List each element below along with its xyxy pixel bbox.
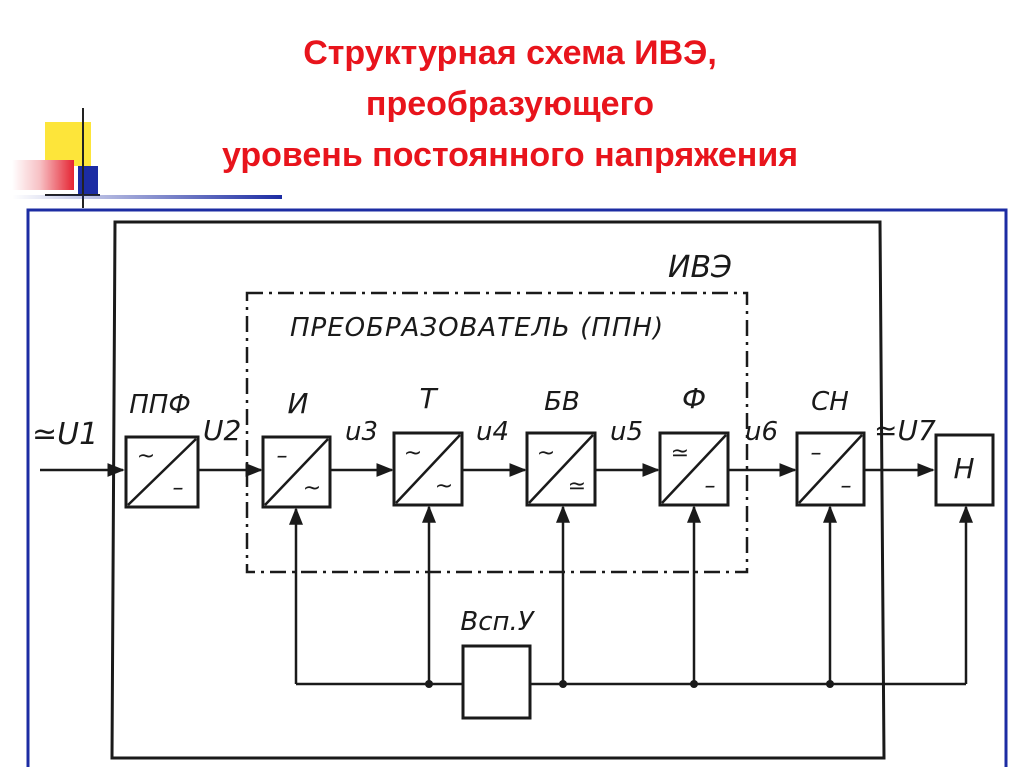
block-ppf-label: ППФ <box>129 390 190 420</box>
block-n-label: Н <box>953 452 974 485</box>
block-bv: ~ ≃ БВ <box>525 387 597 507</box>
block-i-label: И <box>288 387 309 420</box>
block-bv-top-symbol: ~ <box>537 441 555 466</box>
block-t-bottom-symbol: ~ <box>435 474 453 499</box>
block-i: – ~ И <box>261 387 332 509</box>
block-bv-label: БВ <box>544 387 580 417</box>
block-bv-bottom-symbol: ≃ <box>568 474 586 499</box>
block-sn-bottom-symbol: – <box>841 474 852 499</box>
slide-title: Структурная схема ИВЭ, преобразующего ур… <box>130 28 890 181</box>
converter-dashed-box <box>245 291 749 574</box>
block-t-label: Т <box>419 382 438 415</box>
aux-supply-block <box>461 644 532 720</box>
block-ppf-top-symbol: ~ <box>137 444 155 469</box>
title-line-1: Структурная схема ИВЭ, <box>303 34 717 72</box>
signal-u4: u4 <box>476 417 509 447</box>
signal-u7: ≃U7 <box>874 414 936 447</box>
signal-u1: ≃U1 <box>32 417 98 452</box>
block-t: ~ ~ Т <box>392 382 464 507</box>
aux-bus <box>289 505 973 686</box>
block-sn-label: СН <box>811 387 849 417</box>
block-n: Н <box>934 433 995 507</box>
decor-red-gradient <box>12 160 74 190</box>
block-ppf-bottom-symbol: – <box>173 476 184 501</box>
decor-vertical-line <box>82 108 84 208</box>
block-sn-top-symbol: – <box>811 441 822 466</box>
block-t-top-symbol: ~ <box>404 441 422 466</box>
block-f-label: Ф <box>682 382 706 415</box>
ive-label: ИВЭ <box>668 250 732 285</box>
bus-junctions <box>425 680 834 688</box>
signal-u3: u3 <box>345 417 378 447</box>
block-f-top-symbol: ≃ <box>671 441 689 466</box>
block-i-bottom-symbol: ~ <box>303 476 321 501</box>
block-f-bottom-symbol: – <box>705 474 716 499</box>
signal-u2: U2 <box>203 414 241 447</box>
decor-title-rule <box>12 195 282 199</box>
block-sn: – – СН <box>795 387 866 507</box>
ive-outer-box <box>110 220 886 760</box>
block-ppf: ~ – ППФ <box>124 390 200 509</box>
diagram-frame <box>26 208 1008 767</box>
title-line-3: уровень постоянного напряжения <box>221 136 799 174</box>
title-line-2: преобразующего <box>365 85 655 123</box>
block-i-top-symbol: – <box>277 444 288 469</box>
signal-u5: u5 <box>610 417 643 447</box>
converter-label: ПРЕОБРАЗОВАТЕЛЬ (ППН) <box>290 313 664 343</box>
signal-u6: u6 <box>745 417 778 447</box>
aux-supply-label: Всп.У <box>460 607 535 637</box>
block-f: ≃ – Ф <box>658 382 730 507</box>
